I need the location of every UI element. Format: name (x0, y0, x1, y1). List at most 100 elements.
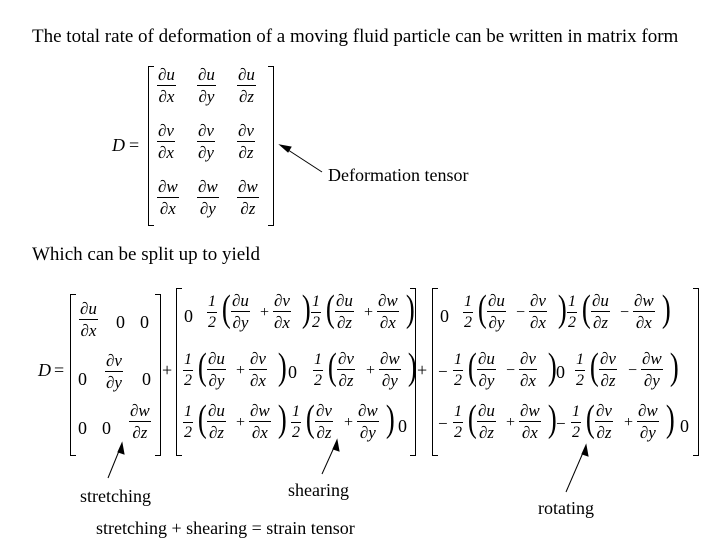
shear-entry-1-3-op: + (364, 304, 374, 321)
stretch-entry-2-2-numerator: ∂v (106, 351, 122, 370)
shear-right-bracket (410, 288, 416, 456)
shear-entry-3-1-lparen: ( (197, 398, 207, 440)
rotate-entry-2-1-frac1-numerator: ∂u (478, 349, 495, 368)
shear-entry-2-3-rparen: ) (407, 346, 417, 388)
rotate-entry-1-3-lparen: ( (581, 288, 591, 330)
d-entry-1-2-denominator: ∂y (198, 87, 215, 106)
d-entry-3-3-bar (237, 197, 259, 198)
d-entry-2-1: ∂v∂x (156, 122, 176, 161)
rotate-entry-1-2-half-bar (463, 312, 473, 313)
d-entry-2-2-bar (197, 141, 215, 142)
matrix-d-right-bracket (268, 66, 274, 226)
rotate-entry-1-2-frac2-denominator: ∂x (530, 313, 546, 332)
shear-entry-3-1-op: + (236, 414, 246, 431)
d-entry-1-1: ∂u∂x (156, 66, 177, 105)
shear-entry-3-2-frac1-bar (315, 421, 333, 422)
shear-entry-1-2-op: + (260, 304, 270, 321)
d-entry-3-2-denominator: ∂y (199, 199, 216, 218)
d-entry-2-1-numerator: ∂v (158, 121, 174, 140)
shear-entry-3-2-frac2-numerator: ∂w (358, 401, 378, 420)
d-entry-2-3-denominator: ∂z (238, 143, 254, 162)
deformation-arrow-head (278, 144, 292, 153)
rotate-entry-1-2-frac2-bar (529, 311, 547, 312)
rotate-entry-2-2: 0 (556, 362, 565, 382)
shear-entry-2-1-frac1-numerator: ∂u (208, 349, 225, 368)
rotate-entry-3-2-half-denominator: 2 (572, 424, 580, 441)
shear-entry-3-2-half-numerator: 1 (292, 403, 300, 420)
d-entry-3-2-numerator: ∂w (198, 177, 218, 196)
equals-1: = (129, 135, 140, 155)
rotate-entry-3-1-half-bar (453, 422, 463, 423)
d-entry-2-2-numerator: ∂v (198, 121, 214, 140)
rotate-entry-3-2-half-bar (571, 422, 581, 423)
rotate-entry-2-3-rparen: ) (669, 346, 679, 388)
rotate-entry-1-2-frac1-numerator: ∂u (488, 291, 505, 310)
rotate-entry-3-1-frac1-denominator: ∂z (478, 423, 494, 442)
shear-entry-1-3-rparen: ) (405, 288, 415, 330)
rotate-entry-2-3-half-bar (575, 370, 585, 371)
rotate-entry-3-1-half-numerator: 1 (454, 403, 462, 420)
rotate-entry-3-1-frac2: ∂w∂x (518, 402, 542, 441)
shear-entry-2-3-frac1-bar (337, 369, 355, 370)
rotate-entry-2-3-frac1-numerator: ∂v (600, 349, 616, 368)
shear-entry-2-1-op: + (236, 362, 246, 379)
rotating-label: rotating (538, 498, 594, 518)
shear-entry-2-1-frac1-denominator: ∂y (208, 371, 225, 390)
rotating-arrow-head (581, 443, 589, 457)
d-entry-1-2-numerator: ∂u (198, 65, 215, 84)
rotate-entry-2-3-frac2: ∂w∂y (640, 350, 664, 389)
rotate-entry-1-2-half-numerator: 1 (464, 293, 472, 310)
shear-entry-2-1-lparen: ( (197, 346, 207, 388)
shear-entry-2-3-lparen: ( (327, 346, 337, 388)
rotate-entry-3-2-frac2-numerator: ∂w (638, 401, 658, 420)
rotate-left-bracket (432, 288, 438, 456)
d-entry-3-1-numerator: ∂w (158, 177, 178, 196)
rotate-entry-3-2-op: + (624, 414, 634, 431)
plus-1: + (162, 360, 173, 380)
rotate-entry-3-2-rparen: ) (665, 398, 675, 440)
rotate-entry-2-1-sign: − (438, 362, 448, 381)
rotate-entry-2-3-frac2-numerator: ∂w (642, 349, 662, 368)
shear-entry-2-1-frac2-numerator: ∂v (250, 349, 266, 368)
d-entry-3-1: ∂w∂x (156, 178, 180, 217)
shearing-label: shearing (288, 480, 349, 500)
rotate-entry-1-3-frac2-numerator: ∂w (634, 291, 654, 310)
shear-entry-2-3-frac1-numerator: ∂v (338, 349, 354, 368)
rotate-entry-1-3-frac1-bar (591, 311, 610, 312)
d-entry-1-2: ∂u ∂y (196, 66, 217, 105)
shear-entry-1-2-half-bar (207, 312, 217, 313)
rotate-entry-2-3-half-denominator: 2 (576, 372, 584, 389)
shear-entry-1-2-frac1-denominator: ∂y (232, 313, 249, 332)
shear-entry-2-2: 0 (288, 362, 297, 382)
rotate-entry-2-3-op: − (628, 362, 638, 379)
stretch-entry-2-2-bar (105, 371, 123, 372)
shear-entry-1-3-lparen: ( (325, 288, 335, 330)
stretch-entry-1-1: ∂u∂x (78, 300, 99, 339)
rotate-entry-1-3-frac1: ∂u∂z (590, 292, 611, 331)
shear-entry-3-2-frac2: ∂w∂y (356, 402, 380, 441)
rotate-entry-2-1-rparen: ) (547, 346, 557, 388)
shear-entry-3-1-frac1: ∂u∂z (206, 402, 227, 441)
intro-text: The total rate of deformation of a movin… (32, 26, 679, 47)
rotate-right-bracket (693, 288, 699, 456)
rotate-entry-3-2-frac2-bar (637, 421, 659, 422)
rotate-entry-2-3-frac1: ∂v∂z (598, 350, 618, 389)
shear-entry-1-2-half-numerator: 1 (208, 293, 216, 310)
shear-entry-2-3-frac2: ∂w∂y (378, 350, 402, 389)
shear-entry-3-1-half-numerator: 1 (184, 403, 192, 420)
shear-entry-1-3-frac1-bar (335, 311, 354, 312)
stretching-arrow-head (117, 441, 125, 455)
d-entry-1-3-numerator: ∂u (238, 65, 255, 84)
shear-entry-2-3-frac1: ∂v∂z (336, 350, 356, 389)
shear-entry-2-1-frac2: ∂v∂x (248, 350, 268, 389)
matrix-d-left-bracket (148, 66, 154, 226)
d-entry-1-1-numerator: ∂u (158, 65, 175, 84)
rotate-entry-1-3-half-denominator: 2 (568, 314, 576, 331)
shear-entry-3-1-half-denominator: 2 (184, 424, 192, 441)
stretch-entry-3-2: 0 (102, 418, 111, 438)
shear-entry-1-2-frac1: ∂u∂y (230, 292, 251, 331)
